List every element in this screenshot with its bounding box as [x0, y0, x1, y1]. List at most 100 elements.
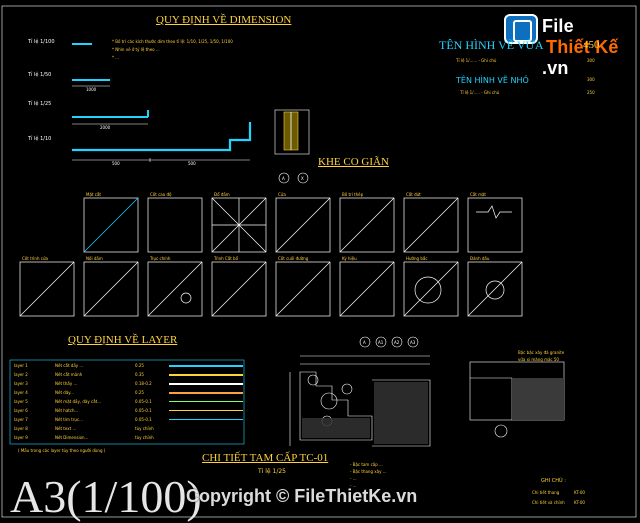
layer-sample [169, 365, 243, 367]
khe-marker-x: X [301, 176, 304, 181]
logo-word-vn: .vn [542, 58, 569, 78]
layer-weight: 0.25 [135, 363, 144, 368]
dim-value-1: 1000 [86, 87, 97, 92]
layer-row: layer 5 Nét mặt dầy, dây cắt... 0.05-0.1 [12, 398, 243, 406]
layer-row: layer 3 Nét thấy ... 0.18-0.2 [12, 380, 243, 388]
symbol-caption-7: Cắt mặt [470, 192, 486, 197]
layer-row: layer 9 Nét Dimension... tùy chỉnh [12, 434, 243, 442]
ghi-chu-val-2: KT-00 [574, 500, 585, 505]
symbol-caption-8: Cốt trình cửa [22, 256, 48, 261]
copyright-watermark: Copyright © FileThietKe.vn [186, 486, 418, 506]
layer-desc: Nét text ... [55, 426, 77, 431]
layer-title: QUY ĐỊNH VỀ LAYER [68, 334, 178, 346]
symbol-caption-9: Nối dầm [86, 256, 103, 261]
layer-row: layer 4 Nét dây... 0.25 [12, 389, 243, 397]
dimension-title: QUY ĐỊNH VỀ DIMENSION [156, 14, 292, 26]
symbol-caption-3: Đổ đầm [214, 192, 230, 197]
layer-row: layer 8 Nét text ... tùy chỉnh [12, 425, 243, 433]
layer-desc: Nét mặt dầy, dây cắt... [55, 399, 102, 404]
dimension-note-1: * Bố trí các kích thước dim theo tỉ lệ: … [112, 39, 233, 44]
dim-value-2: 2000 [100, 125, 111, 130]
dim-value-4: 500 [188, 161, 196, 166]
symbol-caption-14: Hướng bắc [406, 256, 428, 261]
symbol-caption-10: Trục chính [150, 256, 171, 261]
layer-desc: Nét dây... [55, 390, 74, 395]
file-icon [504, 14, 538, 44]
symbol-caption-5: Bố trí thép [342, 192, 364, 197]
layer-name: layer 8 [14, 426, 28, 431]
layer-sample [169, 383, 243, 385]
layer-desc: Nét cắt mảnh [55, 372, 83, 377]
layer-row: layer 6 Nét hatch... 0.05-0.1 [12, 407, 243, 415]
khe-marker-a: A [282, 176, 285, 181]
layer-weight: tùy chỉnh [135, 435, 154, 440]
symbol-caption-15: Đánh dấu [470, 256, 490, 261]
detail-note-right-1: Bậc bậc xây đá granite [518, 350, 565, 355]
detail-legend-1: - Bậc tam cấp ... [350, 462, 383, 467]
symbol-caption-13: Ký hiệu [342, 256, 357, 261]
layer-weight: 0.18-0.2 [135, 381, 152, 386]
layer-name: layer 4 [14, 390, 28, 395]
title-nho-sub-value: 250 [587, 90, 595, 95]
layer-name: layer 5 [14, 399, 28, 404]
layer-name: layer 2 [14, 372, 28, 377]
detail-marker-a3: A3 [410, 340, 416, 345]
ghi-chu-val-1: KT-00 [574, 490, 585, 495]
title-vua-sub-value: 300 [587, 58, 595, 63]
symbol-caption-11: Trình Cắt bổ [214, 256, 239, 261]
symbol-caption-1: Mặt cắt [86, 192, 101, 197]
detail-legend-5: - ... [350, 490, 357, 495]
detail-marker-a1: A1 [378, 340, 384, 345]
layer-sample [169, 392, 243, 394]
layer-desc: Nét tim trục... [55, 417, 83, 422]
title-nho-label: TÊN HÌNH VẼ NHỎ [456, 76, 529, 85]
site-logo[interactable]: File Thiết Kế.vn [504, 12, 636, 78]
layer-name: layer 9 [14, 435, 28, 440]
title-vua-sub-label: Tỉ lệ 1/...... - Ghi chú [456, 58, 497, 63]
logo-text: File Thiết Kế.vn [542, 16, 636, 79]
layer-desc: Nét Dimension... [55, 435, 89, 440]
detail-title: CHI TIẾT TAM CẤP TC-01 [202, 452, 329, 464]
layer-name: layer 6 [14, 408, 28, 413]
symbol-caption-4: Cửa [278, 192, 286, 197]
detail-marker-a2: A2 [394, 340, 400, 345]
layer-name: layer 7 [14, 417, 28, 422]
ghi-chu-line-1: Chi tiết thang [532, 490, 560, 495]
layer-desc: Nét hatch... [55, 408, 79, 413]
layer-desc: Nét cắt dầy ... [55, 363, 84, 368]
symbol-caption-2: Cốt cao độ [150, 192, 172, 197]
detail-legend-3: - ... [350, 476, 357, 481]
dimension-note-2: * Nhìn vẽ ở tỷ lệ theo ... [112, 47, 160, 52]
layer-desc: Nét thấy ... [55, 381, 78, 386]
detail-scale: Tỉ lệ 1/25 [258, 468, 286, 475]
layer-sample [169, 410, 243, 411]
layer-name: layer 1 [14, 363, 28, 368]
layer-sample [169, 419, 243, 420]
scale-label-50: Tỉ lệ 1/50 [28, 72, 52, 78]
layer-sample [169, 401, 243, 402]
detail-legend-2: - Bậc thang xây ... [350, 469, 387, 474]
title-nho-sub-label: Tỉ lệ 1/..... - Ghi chú [460, 90, 500, 95]
detail-legend-4: - ... [350, 483, 357, 488]
layer-weight: 0.05-0.1 [135, 399, 152, 404]
layer-name: layer 3 [14, 381, 28, 386]
scale-label-10: Tỉ lệ 1/10 [28, 136, 52, 142]
layer-row: layer 7 Nét tim trục... 0.05-0.1 [12, 416, 243, 424]
title-vua-label: TÊN HÌNH VẼ VỪA [439, 38, 544, 52]
symbol-caption-6: Cắt đứt [406, 192, 421, 197]
logo-word-thietke: Thiết Kế [546, 37, 619, 57]
dimension-note-3: * ... [112, 55, 120, 60]
title-vua-value: 450 [583, 39, 600, 51]
layer-weight: 0.05-0.1 [135, 408, 152, 413]
scale-label-100: Tỉ lệ 1/100 [28, 39, 55, 45]
ghi-chu-line-2: Chi tiết và chỉnh [532, 500, 565, 505]
dim-value-3: 500 [112, 161, 120, 166]
layer-weight: 0.35 [135, 372, 144, 377]
layer-weight: tùy chỉnh [135, 426, 154, 431]
layer-weight: 0.05-0.1 [135, 417, 152, 422]
layer-row: layer 2 Nét cắt mảnh 0.35 [12, 371, 243, 379]
scale-label-25: Tỉ lệ 1/25 [28, 101, 52, 107]
logo-word-file: File [542, 16, 574, 36]
